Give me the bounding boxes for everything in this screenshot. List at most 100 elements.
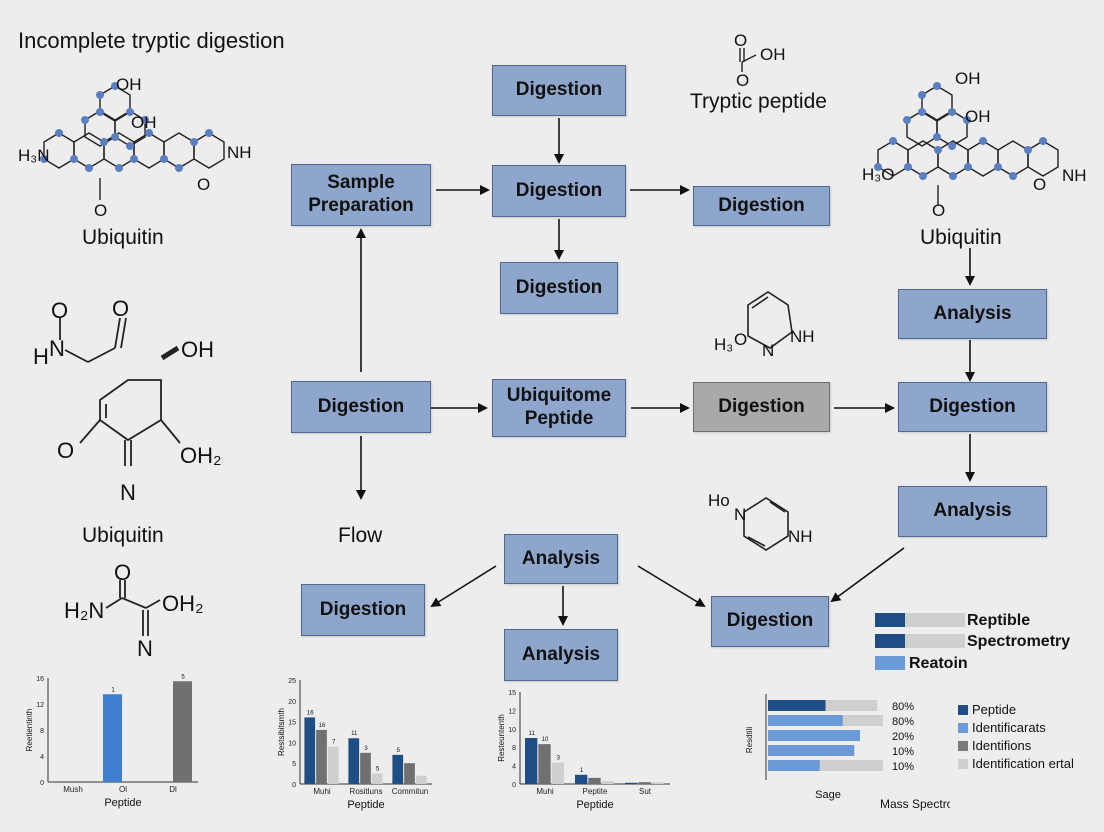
arrow-analysis-to-lower-left xyxy=(430,565,497,608)
x-tick-label: Sut xyxy=(639,787,652,796)
data-label: 11 xyxy=(351,731,358,737)
bar xyxy=(638,782,651,784)
analysis-box-lower[interactable]: Analysis xyxy=(504,629,618,681)
atom-oh: OH xyxy=(116,75,142,94)
atom-n: N xyxy=(137,636,153,661)
digestion-box-top[interactable]: Digestion xyxy=(492,65,626,116)
percent-label: 10% xyxy=(892,746,914,758)
bar xyxy=(304,717,316,784)
y-tick-label: 15 xyxy=(288,720,296,727)
x-tick-label: Rositluns xyxy=(350,787,383,796)
bar xyxy=(651,782,664,784)
digestion-box-gray[interactable]: Digestion xyxy=(693,382,830,432)
bar xyxy=(327,746,339,784)
bar xyxy=(316,729,327,784)
atom-o: O xyxy=(932,201,945,220)
digestion-box-mid[interactable]: Digestion xyxy=(500,262,618,314)
x-tick-label: Dl xyxy=(169,785,177,794)
x-tick-label: Commitun xyxy=(392,787,428,796)
atom-h2n: H₂N xyxy=(64,598,104,623)
legend-swatch xyxy=(875,634,905,648)
digestion-box-left[interactable]: Digestion xyxy=(291,381,431,433)
atom-h3o: H₃O xyxy=(862,165,894,184)
digestion-box-right[interactable]: Digestion xyxy=(693,186,830,226)
atom-labels-large: O H N O OH O OH₂ N H₂N O OH₂ N xyxy=(33,296,222,661)
arrow-analysis-to-lower-right xyxy=(830,547,905,603)
bar xyxy=(525,738,538,784)
y-tick-label: 10 xyxy=(288,740,296,747)
digestion-box-far-right[interactable]: Digestion xyxy=(898,382,1047,432)
ubiquitin-label: Ubiquitin xyxy=(920,226,1002,249)
atom-oh: OH xyxy=(955,69,981,88)
atom-o: O xyxy=(734,330,747,349)
y-tick-label: 0 xyxy=(512,782,516,789)
atom-o: O xyxy=(112,296,129,321)
legend-swatch xyxy=(875,656,905,670)
bar xyxy=(601,780,614,784)
x-tick-label: Muhi xyxy=(313,787,331,796)
ubiquitome-peptide-box[interactable]: Ubiquitome Peptide xyxy=(492,379,626,437)
atom-nh: NH xyxy=(788,527,813,546)
y-tick-label: 0 xyxy=(292,782,296,789)
atom-h3: H₃ xyxy=(714,335,733,354)
legend-swatch xyxy=(958,759,968,769)
atom-o: O xyxy=(51,298,68,323)
bar xyxy=(173,681,192,782)
x-axis-label: Peptide xyxy=(347,799,384,811)
atom-oh2: OH₂ xyxy=(162,591,204,616)
ring-structure xyxy=(79,379,181,466)
sample-preparation-box[interactable]: Sample Preparation xyxy=(291,164,431,226)
bar xyxy=(348,738,360,784)
bar xyxy=(538,744,551,784)
y-tick-label: 20 xyxy=(288,699,296,706)
bar xyxy=(768,760,820,771)
atom-oh2: OH₂ xyxy=(180,443,222,468)
x-tick-label: Muhi xyxy=(536,787,554,796)
bar xyxy=(588,777,601,784)
atom-o: O xyxy=(94,201,107,220)
legend-item: Peptide xyxy=(972,702,1017,717)
oxazine-structure xyxy=(747,291,793,349)
analysis-box-center[interactable]: Analysis xyxy=(504,534,618,584)
data-label: 3 xyxy=(557,756,561,762)
atom-h: H xyxy=(33,344,49,369)
bar xyxy=(551,762,564,784)
digestion-box-lower-left[interactable]: Digestion xyxy=(301,584,425,636)
legend-item: Spectrometry xyxy=(967,633,1071,650)
y-axis-label: Resdtili xyxy=(745,727,754,753)
bar xyxy=(360,752,371,784)
atom-n: N xyxy=(120,480,136,505)
analysis-box-right-top[interactable]: Analysis xyxy=(898,289,1047,339)
flow-label: Flow xyxy=(338,524,383,547)
x-tick-label: Ol xyxy=(119,785,127,794)
analysis-box-right-bottom[interactable]: Analysis xyxy=(898,486,1047,537)
atom-oh: OH xyxy=(181,337,214,362)
bar xyxy=(575,774,588,784)
bar xyxy=(404,763,415,784)
digestion-box-center[interactable]: Digestion xyxy=(492,165,626,217)
ubiquitin-structure-right xyxy=(877,85,1059,205)
legend-item: Identificarats xyxy=(972,720,1046,735)
atom-o: O xyxy=(57,438,74,463)
x-axis-label: Sage xyxy=(815,789,841,801)
y-tick-label: 4 xyxy=(40,754,44,761)
percent-label: 80% xyxy=(892,716,914,728)
atom-o: O xyxy=(197,175,210,194)
atom-n: N xyxy=(762,341,774,360)
amide-structure xyxy=(59,317,180,363)
data-label: 5 xyxy=(397,748,401,754)
ubiquitin-atoms-left xyxy=(40,82,213,172)
x-tick-label: Peptite xyxy=(583,787,608,796)
data-label: 11 xyxy=(529,731,536,737)
diagram-title: Incomplete tryptic digestion xyxy=(18,28,285,53)
digestion-box-lower-right[interactable]: Digestion xyxy=(711,596,829,647)
atom-nh: NH xyxy=(790,327,815,346)
y-axis-label: Restsibitsmth xyxy=(277,708,286,756)
y-axis-label: Resteuntenth xyxy=(497,714,506,762)
legend-swatch xyxy=(958,741,968,751)
atom-ho: Ho xyxy=(708,491,730,510)
legend-bar-track xyxy=(875,613,965,627)
y-tick-label: 15 xyxy=(508,690,516,697)
